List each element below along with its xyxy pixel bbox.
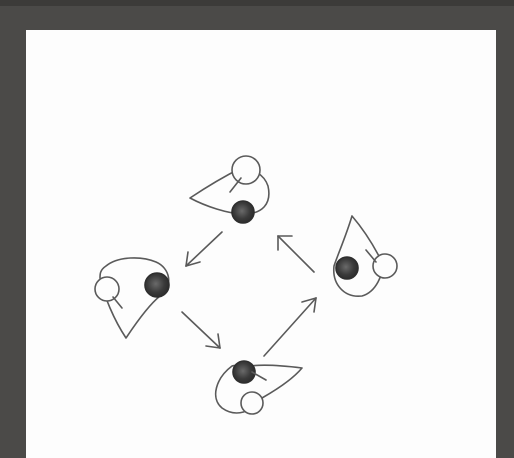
node-left-base-icon — [145, 273, 169, 297]
node-right-wedge — [334, 216, 383, 296]
node-top — [190, 156, 269, 223]
arrow-right-to-top — [278, 236, 314, 272]
arrow-left-to-bottom — [182, 312, 220, 348]
node-right-base-icon — [336, 257, 358, 279]
node-top-base-icon — [232, 201, 254, 223]
node-left — [95, 258, 169, 338]
node-bottom — [216, 361, 302, 414]
node-right-link — [366, 250, 376, 262]
node-left-link — [113, 297, 122, 308]
arrow-top-to-left — [186, 232, 222, 266]
arrow-bottom-to-right — [264, 298, 316, 356]
node-left-head-icon — [95, 277, 119, 301]
node-right — [334, 216, 397, 296]
node-top-head-icon — [232, 156, 260, 184]
node-bottom-head-icon — [241, 392, 263, 414]
node-right-head-icon — [373, 254, 397, 278]
